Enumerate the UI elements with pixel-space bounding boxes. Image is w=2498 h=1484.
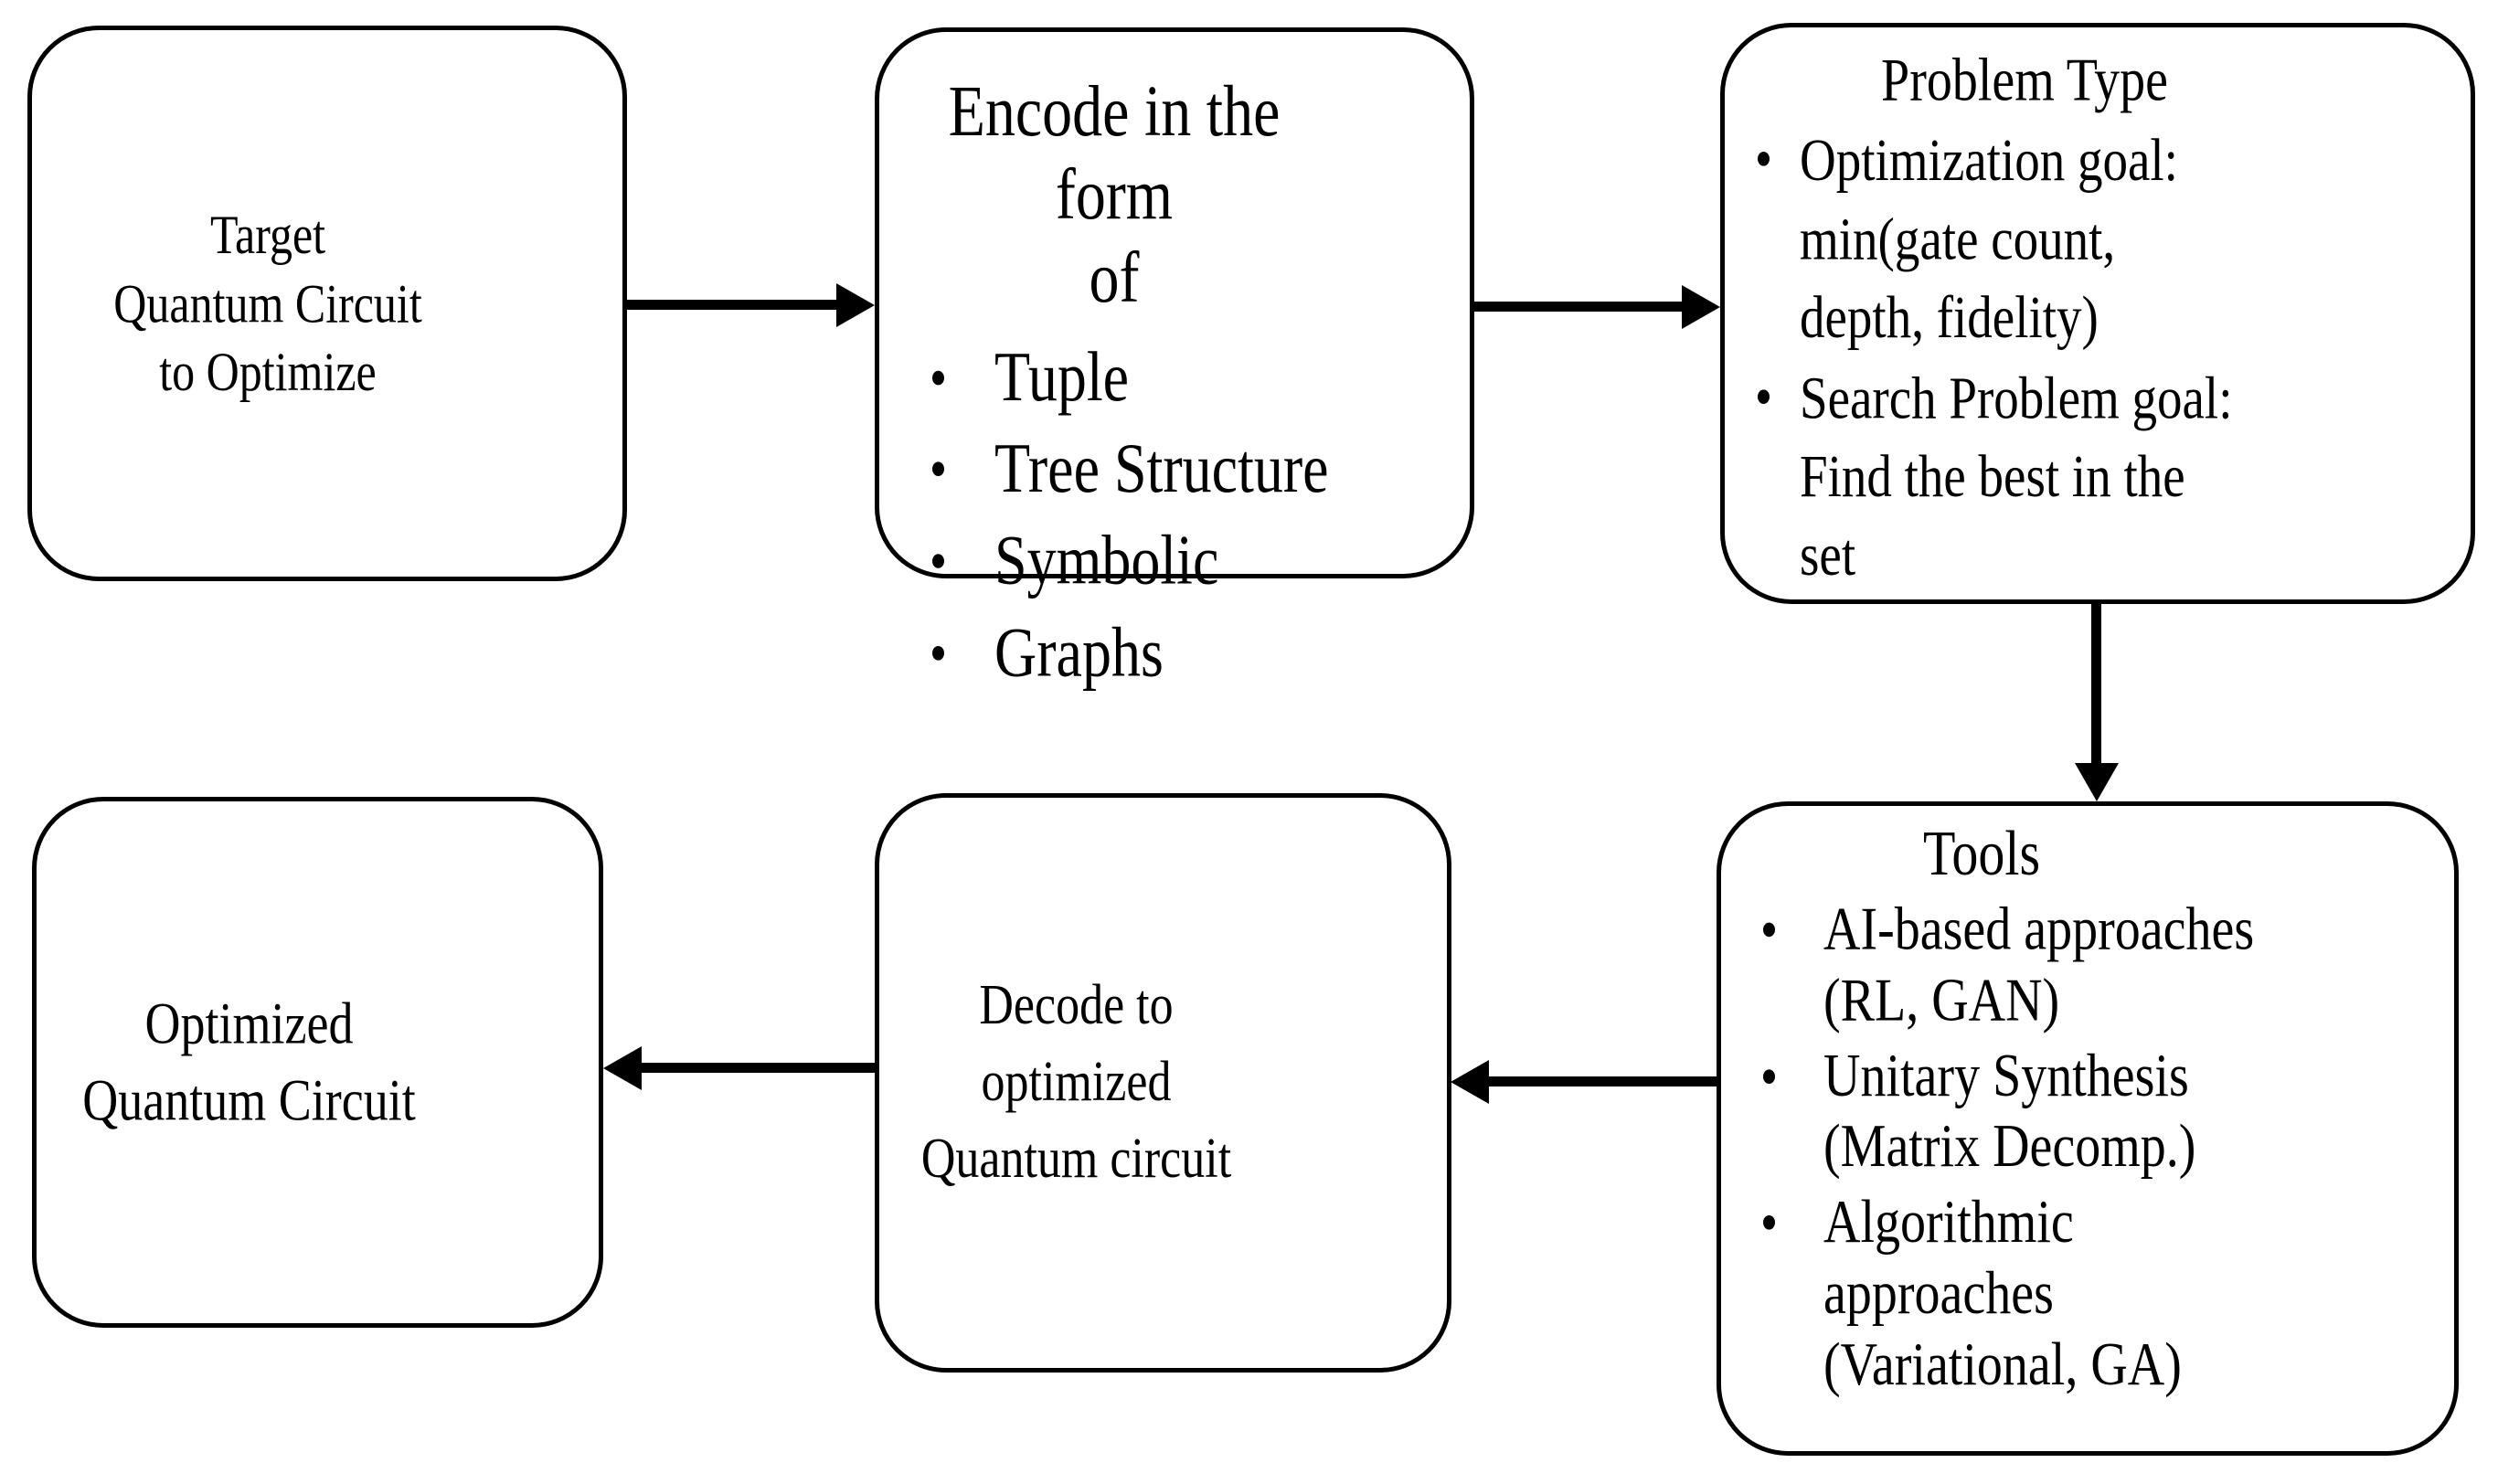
list-item: AI-based approaches (RL, GAN)	[1761, 894, 2430, 1036]
list-item: Tree Structure	[923, 428, 1442, 512]
bullet-icon	[932, 554, 944, 569]
list-item: Algorithmic approaches (Variational, GA)	[1761, 1187, 2430, 1401]
decode-box: Decode to optimized Quantum circuit	[875, 793, 1451, 1373]
target-circuit-box: Target Quantum Circuit to Optimize	[27, 26, 627, 581]
tools-list: AI-based approaches (RL, GAN) Unitary Sy…	[1761, 894, 2430, 1401]
bullet-icon	[1763, 1068, 1775, 1084]
tools-box: Tools AI-based approaches (RL, GAN) Unit…	[1717, 801, 2459, 1456]
arrow-problem-to-tools	[2091, 602, 2101, 763]
list-item: Search Problem goal: Find the best in th…	[1758, 358, 2443, 593]
target-circuit-label: Target Quantum Circuit to Optimize	[113, 204, 422, 403]
arrow-target-to-encode	[627, 300, 836, 310]
encode-box: Encode in the form of Tuple Tree Structu…	[875, 27, 1474, 691]
encode-list: Tuple Tree Structure Symbolic Graphs	[923, 335, 1442, 695]
bullet-icon	[932, 461, 944, 477]
bullet-icon	[932, 646, 944, 661]
arrow-tools-to-decode	[1489, 1076, 1717, 1086]
list-item: Tuple	[923, 335, 1442, 419]
bullet-icon	[1763, 1215, 1775, 1231]
arrow-encode-to-problem	[1474, 302, 1682, 312]
problem-type-box: Problem Type Optimization goal: min(gate…	[1720, 23, 2475, 604]
optimized-circuit-label: Optimized Quantum Circuit	[82, 991, 416, 1134]
bullet-icon	[1763, 922, 1775, 937]
bullet-icon	[1758, 152, 1770, 166]
list-item: Unitary Synthesis (Matrix Decomp.)	[1761, 1041, 2430, 1183]
decode-label: Decode to optimized Quantum circuit	[920, 973, 1232, 1191]
tools-title: Tools	[1922, 817, 2041, 889]
bullet-icon	[932, 370, 944, 386]
problem-type-title: Problem Type	[1881, 46, 2168, 115]
encode-title: Encode in the form of	[948, 71, 1281, 318]
list-item: Symbolic	[923, 519, 1442, 603]
bullet-icon	[1758, 388, 1770, 404]
list-item: Graphs	[923, 611, 1442, 695]
list-item: Optimization goal: min(gate count, depth…	[1758, 121, 2443, 355]
problem-type-list: Optimization goal: min(gate count, depth…	[1758, 121, 2443, 593]
arrow-decode-to-optimized	[642, 1063, 875, 1073]
optimized-circuit-box: Optimized Quantum Circuit	[32, 797, 603, 1328]
